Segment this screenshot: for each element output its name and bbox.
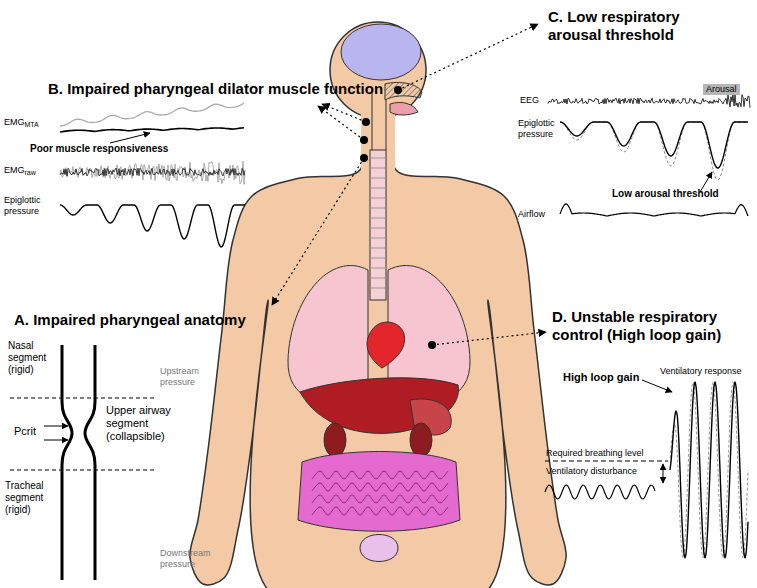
trachea-ring [370, 198, 386, 199]
signal-name: Epiglottic pressure [518, 118, 558, 140]
body-outline [190, 112, 566, 588]
intestine-fold [312, 495, 448, 503]
pharynx [372, 92, 386, 150]
pointer-arrow [318, 106, 364, 140]
trachea-ring [370, 228, 386, 229]
event-marker: Arousal [703, 84, 740, 95]
pressure-label: Downstream pressure [160, 548, 220, 570]
trachea-ring [370, 178, 386, 179]
trachea-ring [370, 278, 386, 279]
signal-name: Epiglottic pressure [4, 195, 49, 217]
intestine-fold [312, 483, 448, 491]
segment-divider [10, 470, 155, 471]
trace-label: Ventilatory disturbance [546, 466, 637, 477]
pointer-arrow [272, 158, 364, 305]
panel-heading: B. Impaired pharyngeal dilator muscle fu… [48, 80, 383, 98]
trace-label: Required breathing level [546, 448, 644, 459]
tongue [390, 102, 418, 115]
required-level-line [545, 461, 668, 462]
eeg-trace [548, 95, 750, 108]
airway-wall [62, 345, 72, 580]
nasal-cavity [385, 82, 422, 100]
head [330, 22, 426, 118]
epiglottic-trace [60, 205, 245, 247]
trachea-ring [370, 208, 386, 209]
airway-wall [85, 345, 95, 580]
disturbance-arrow [663, 464, 664, 483]
response-wave [670, 382, 748, 558]
trachea-ring [370, 288, 386, 289]
airflow-trace [560, 204, 748, 216]
trachea-ring [370, 248, 386, 249]
intestines [298, 452, 460, 532]
trachea-ring [370, 258, 386, 259]
brain [341, 24, 421, 80]
bladder [360, 535, 398, 562]
pcrit-arrow [44, 440, 68, 441]
epiglottic-trace [560, 122, 748, 168]
emg-raw-trace [60, 161, 245, 184]
pointer-arrow [322, 104, 366, 122]
heart [367, 322, 405, 368]
segment-label: Upper airway segment (collapsible) [106, 404, 186, 444]
loop-gain-leader [642, 380, 672, 392]
panel-heading: A. Impaired pharyngeal anatomy [14, 311, 246, 329]
signal-name: EEG [520, 95, 539, 106]
trachea [370, 150, 386, 300]
annotation: Poor muscle responsiveness [30, 143, 168, 155]
intestine-fold [312, 507, 448, 515]
response-wave-alt [670, 382, 748, 558]
trace-label: Ventilatory response [660, 366, 742, 377]
segment-label: Tracheal segment (rigid) [5, 480, 59, 516]
kidney [410, 423, 432, 457]
poor-response-leader [110, 133, 150, 143]
annotation: Low arousal threshold [612, 188, 719, 200]
pcrit-arrow [44, 426, 68, 427]
emg-mta-trace [60, 103, 244, 126]
epiglottic-trace-alt [560, 122, 748, 180]
body-illustration [190, 22, 566, 588]
trachea-ring [370, 168, 386, 169]
trachea-ring [370, 218, 386, 219]
emg-mta-trace [60, 128, 244, 132]
pressure-label: Pcrit [14, 425, 36, 438]
segment-divider [10, 398, 155, 399]
intestine-fold [312, 471, 448, 479]
pointer-arrow [432, 332, 546, 345]
pressure-label: Upstream pressure [160, 366, 220, 388]
disturbance-wave [545, 485, 655, 499]
signal-name: EMG [4, 165, 25, 176]
trachea-ring [370, 158, 386, 159]
neck-fill [361, 108, 395, 178]
signal-name: Airflow [518, 209, 545, 220]
kidney [324, 423, 346, 457]
trachea-ring [370, 268, 386, 269]
trachea-ring [370, 238, 386, 239]
annotation: High loop gain [563, 371, 639, 384]
panel-heading: C. Low respiratory arousal threshold [548, 8, 723, 44]
signal-name: EMG [4, 117, 25, 128]
signal-subscript: raw [25, 169, 36, 177]
pointer-arrow [398, 24, 538, 90]
segment-label: Nasal segment (rigid) [8, 340, 58, 376]
signal-subscript: MTA [25, 121, 39, 129]
trachea-ring [370, 188, 386, 189]
emg-raw-trace [60, 168, 245, 176]
panel-heading: D. Unstable respiratory control (High lo… [552, 308, 747, 344]
